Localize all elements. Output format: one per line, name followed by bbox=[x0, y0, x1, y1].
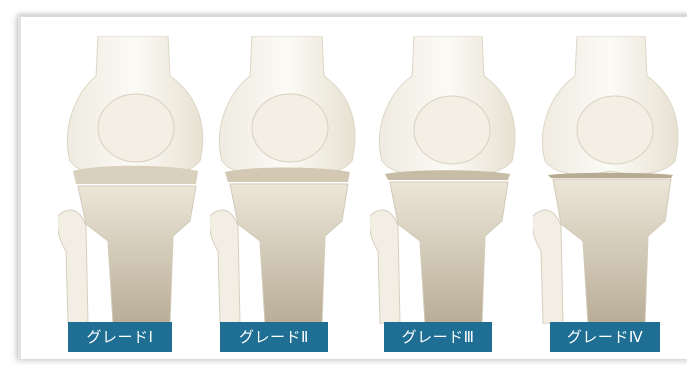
grade-3-label: グレードⅢ bbox=[384, 322, 492, 352]
knee-joint-illustration-icon bbox=[370, 36, 526, 324]
illustration-panel: グレードⅠ グレードⅡ グレードⅢ グレードⅣ bbox=[18, 14, 687, 359]
grade-1-label: グレードⅠ bbox=[68, 322, 172, 352]
knee-grade-3-image bbox=[370, 36, 526, 324]
grade-4-label: グレードⅣ bbox=[550, 322, 660, 352]
knee-grade-1-image bbox=[58, 36, 214, 324]
grade-2-label: グレードⅡ bbox=[220, 322, 328, 352]
knee-joint-illustration-icon bbox=[533, 36, 687, 324]
knee-joint-illustration-icon bbox=[210, 36, 366, 324]
knee-grade-2-image bbox=[210, 36, 366, 324]
knee-joint-illustration-icon bbox=[58, 36, 214, 324]
knee-grade-4-image bbox=[533, 36, 687, 324]
